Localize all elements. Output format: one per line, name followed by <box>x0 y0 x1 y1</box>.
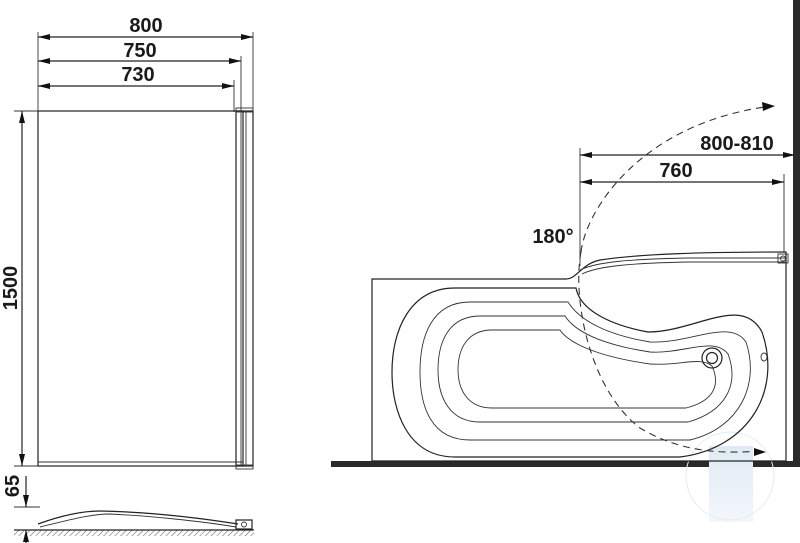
swing-arc-lower <box>578 251 761 453</box>
arrow-head <box>580 152 592 158</box>
glass-panel <box>37 110 244 467</box>
floor-wall <box>331 461 800 467</box>
profile-section <box>235 519 253 530</box>
arrow-head <box>229 58 241 64</box>
basin-floor <box>457 329 716 409</box>
hinge-pin <box>780 255 786 262</box>
basin-rim <box>391 287 769 458</box>
arrow-head <box>38 58 50 64</box>
wall-profile <box>235 110 254 467</box>
side-wall <box>793 0 800 467</box>
hinge-bracket <box>777 253 789 264</box>
basin-inner <box>437 315 733 423</box>
arrow-head <box>241 34 253 40</box>
arrow-head <box>38 83 50 89</box>
dim-label-750: 750 <box>123 40 156 62</box>
profile-cap-bottom <box>235 464 254 470</box>
basin-mid <box>419 301 751 441</box>
drain-inner <box>705 351 719 365</box>
dim-label-65: 65 <box>2 475 24 497</box>
arrow-head <box>19 454 25 466</box>
swing-angle-label: 180° <box>532 226 573 248</box>
arrow-head <box>754 448 766 456</box>
panel-section-inner <box>39 513 237 528</box>
floor-hatch <box>14 530 254 536</box>
front-view: 800 750 730 1500 <box>0 15 254 543</box>
screen-rail <box>579 257 786 271</box>
panel-section <box>37 510 239 525</box>
dim-label-730: 730 <box>121 64 154 86</box>
hinge-point <box>241 521 247 528</box>
arrow-head <box>38 34 50 40</box>
dim-label-760: 760 <box>659 160 692 182</box>
arrow-head <box>19 111 25 123</box>
arrow-head <box>23 495 29 507</box>
arrow-head <box>23 530 29 542</box>
profile-cap-top <box>235 107 254 113</box>
dim-label-1500: 1500 <box>0 266 22 311</box>
watermark-ring <box>685 431 775 521</box>
plan-view: 180° 800-810 760 <box>331 0 800 522</box>
dim-label-800-810: 800-810 <box>700 133 773 155</box>
arrow-head <box>222 83 234 89</box>
arrow-head <box>783 152 795 158</box>
watermark-logo <box>709 446 753 522</box>
arrow-head <box>580 179 592 185</box>
bath-outline <box>371 251 787 462</box>
arrow-head <box>762 102 775 111</box>
dim-label-800: 800 <box>129 15 162 37</box>
swing-arc-upper <box>580 106 766 253</box>
overflow-icon <box>760 352 768 362</box>
screen-rail-inner <box>581 261 786 275</box>
arrow-head <box>772 179 784 185</box>
drain-icon <box>701 347 723 369</box>
